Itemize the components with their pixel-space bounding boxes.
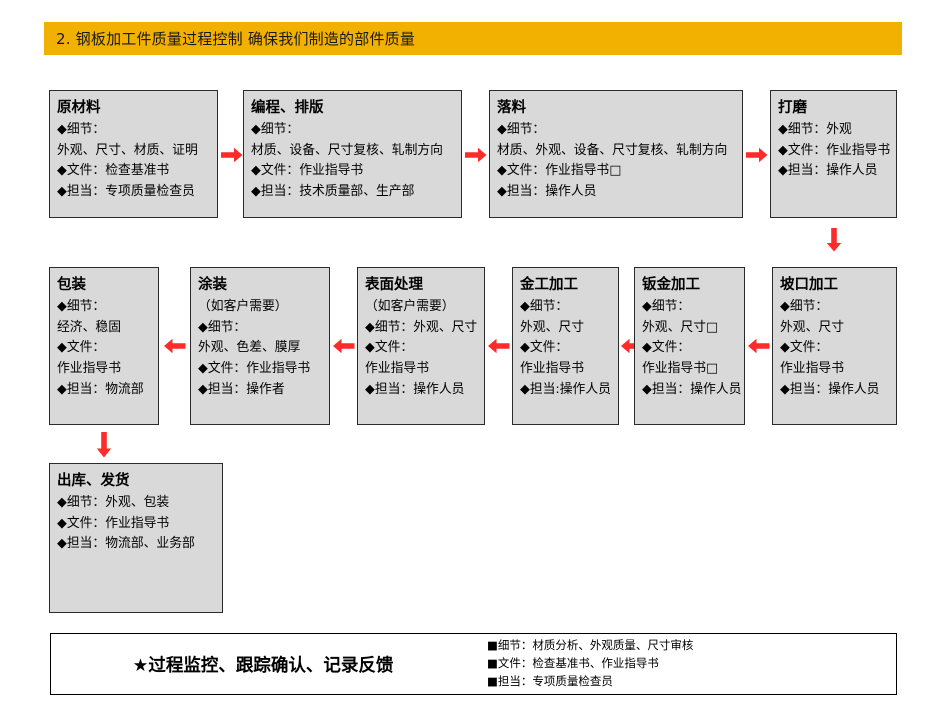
process-owner-line: ◆担当：操作者: [198, 381, 285, 397]
process-detail-line: ◆细节：外观、包装: [57, 495, 170, 511]
footer-detail-line: ■细节：材质分析、外观质量、尺寸审核: [487, 638, 694, 653]
process-document-line: ◆文件：: [365, 340, 414, 356]
process-document-line: 作业指导书□: [642, 361, 719, 377]
header-banner: 2. 钢板加工件质量过程控制 确保我们制造的部件质量: [44, 22, 902, 55]
process-box-painting[interactable]: 涂装 （如客户需要） ◆细节： 外观、色差、膜厚 ◆文件：作业指导书 ◆担当：操…: [190, 267, 330, 425]
process-detail-line: ◆细节：: [57, 299, 106, 315]
process-title: 表面处理: [365, 277, 423, 293]
process-document-line: ◆文件：: [780, 340, 829, 356]
process-detail-line: 经济、稳固: [57, 319, 121, 335]
process-detail-line: ◆细节：: [251, 122, 300, 138]
process-detail-line: 材质、设备、尺寸复核、轧制方向: [251, 142, 443, 158]
process-detail-line: ◆细节：: [198, 319, 247, 335]
process-box-surface-treatment[interactable]: 表面处理 （如客户需要） ◆细节：外观、尺寸 ◆文件： 作业指导书 ◆担当：操作…: [357, 267, 485, 425]
process-box-programming-layout[interactable]: 编程、排版 ◆细节： 材质、设备、尺寸复核、轧制方向 ◆文件：作业指导书 ◆担当…: [243, 90, 462, 218]
process-detail-line: 外观、尺寸: [780, 319, 844, 335]
process-owner-line: ◆担当：操作人员: [497, 184, 597, 200]
arrow-left-painting-to-packaging: [164, 338, 186, 354]
process-owner-line: ◆担当：物流部: [57, 381, 144, 397]
arrow-left-bevel-to-sheetmetal: [748, 338, 770, 354]
footer-owner-line: ■担当：专项质量检查员: [487, 673, 613, 688]
process-document-line: 作业指导书: [365, 361, 429, 377]
process-document-line: ◆文件：: [642, 340, 691, 356]
process-title: 打磨: [778, 100, 807, 116]
process-title: 涂装: [198, 277, 227, 293]
arrow-right-raw-to-programming: [221, 147, 243, 163]
page-title: 2. 钢板加工件质量过程控制 确保我们制造的部件质量: [56, 30, 416, 48]
process-owner-line: ◆担当：物流部、业务部: [57, 536, 195, 552]
process-detail-line: 材质、外观、设备、尺寸复核、轧制方向: [497, 142, 728, 158]
arrow-down-grinding-to-bevel: [826, 228, 842, 252]
process-box-blanking[interactable]: 落料 ◆细节： 材质、外观、设备、尺寸复核、轧制方向 ◆文件：作业指导书□ ◆担…: [489, 90, 743, 218]
process-detail-line: ◆细节：外观、尺寸: [365, 319, 478, 335]
arrow-left-sheetmetal-to-metal: [621, 338, 643, 354]
process-owner-line: ◆担当:操作人员: [520, 381, 611, 397]
process-document-line: ◆文件：作业指导书□: [497, 163, 622, 179]
process-box-raw-material[interactable]: 原材料 ◆细节： 外观、尺寸、材质、证明 ◆文件：检查基准书 ◆担当：专项质量检…: [49, 90, 218, 218]
footer-detail-list: ■细节：材质分析、外观质量、尺寸审核 ■文件：检查基准书、作业指导书 ■担当：专…: [481, 637, 896, 690]
process-detail-line: ◆细节：: [642, 299, 691, 315]
process-document-line: ◆文件：检查基准书: [57, 163, 170, 179]
process-condition-line: （如客户需要）: [198, 299, 288, 315]
process-title: 编程、排版: [251, 100, 324, 116]
arrow-left-metal-to-surface: [488, 338, 510, 354]
process-owner-line: ◆担当：操作人员: [642, 381, 742, 397]
process-document-line: ◆文件：作业指导书: [778, 142, 891, 158]
process-detail-line: ◆细节：: [520, 299, 569, 315]
process-condition-line: （如客户需要）: [365, 299, 455, 315]
process-document-line: ◆文件：作业指导书: [251, 163, 364, 179]
footer-headline: ★过程监控、跟踪确认、记录反馈: [132, 655, 394, 676]
process-detail-line: ◆细节：外观: [778, 122, 852, 138]
process-box-sheet-metal[interactable]: 钣金加工 ◆细节： 外观、尺寸□ ◆文件： 作业指导书□ ◆担当：操作人员: [634, 267, 745, 425]
process-owner-line: ◆担当：技术质量部、生产部: [251, 184, 415, 200]
process-title: 钣金加工: [642, 277, 700, 293]
process-detail-line: ◆细节：: [57, 122, 106, 138]
process-owner-line: ◆担当：专项质量检查员: [57, 184, 195, 200]
process-document-line: ◆文件：: [520, 340, 569, 356]
process-detail-line: ◆细节：: [497, 122, 546, 138]
arrow-right-programming-to-blanking: [465, 147, 487, 163]
process-title: 坡口加工: [780, 277, 838, 293]
process-document-line: 作业指导书: [780, 361, 844, 377]
process-detail-line: 外观、色差、膜厚: [198, 340, 301, 356]
process-detail-line: 外观、尺寸: [520, 319, 584, 335]
process-document-line: ◆文件：: [57, 340, 106, 356]
process-box-outbound-shipping[interactable]: 出库、发货 ◆细节：外观、包装 ◆文件：作业指导书 ◆担当：物流部、业务部: [49, 463, 223, 613]
process-box-bevel-machining[interactable]: 坡口加工 ◆细节： 外观、尺寸 ◆文件： 作业指导书 ◆担当：操作人员: [772, 267, 897, 425]
process-title: 出库、发货: [57, 473, 130, 489]
process-owner-line: ◆担当：操作人员: [365, 381, 465, 397]
process-title: 落料: [497, 100, 526, 116]
arrow-left-surface-to-painting: [333, 338, 355, 354]
arrow-down-packaging-to-outbound: [96, 432, 112, 458]
arrow-right-blanking-to-grinding: [746, 147, 768, 163]
process-title: 金工加工: [520, 277, 578, 293]
process-title: 包装: [57, 277, 86, 293]
process-box-metal-machining[interactable]: 金工加工 ◆细节： 外观、尺寸 ◆文件： 作业指导书 ◆担当:操作人员: [512, 267, 619, 425]
process-owner-line: ◆担当：操作人员: [780, 381, 880, 397]
footer-document-line: ■文件：检查基准书、作业指导书: [487, 656, 659, 671]
footer-summary-box: ★过程监控、跟踪确认、记录反馈 ■细节：材质分析、外观质量、尺寸审核 ■文件：检…: [50, 633, 897, 695]
process-title: 原材料: [57, 100, 101, 116]
process-document-line: ◆文件：作业指导书: [198, 361, 311, 377]
process-owner-line: ◆担当：操作人员: [778, 163, 878, 179]
process-detail-line: 外观、尺寸、材质、证明: [57, 142, 198, 158]
process-document-line: 作业指导书: [520, 361, 584, 377]
process-document-line: ◆文件：作业指导书: [57, 515, 170, 531]
process-document-line: 作业指导书: [57, 361, 121, 377]
process-detail-line: ◆细节：: [780, 299, 829, 315]
process-box-grinding[interactable]: 打磨 ◆细节：外观 ◆文件：作业指导书 ◆担当：操作人员: [770, 90, 897, 218]
process-detail-line: 外观、尺寸□: [642, 319, 719, 335]
process-box-packaging[interactable]: 包装 ◆细节： 经济、稳固 ◆文件： 作业指导书 ◆担当：物流部: [49, 267, 159, 425]
